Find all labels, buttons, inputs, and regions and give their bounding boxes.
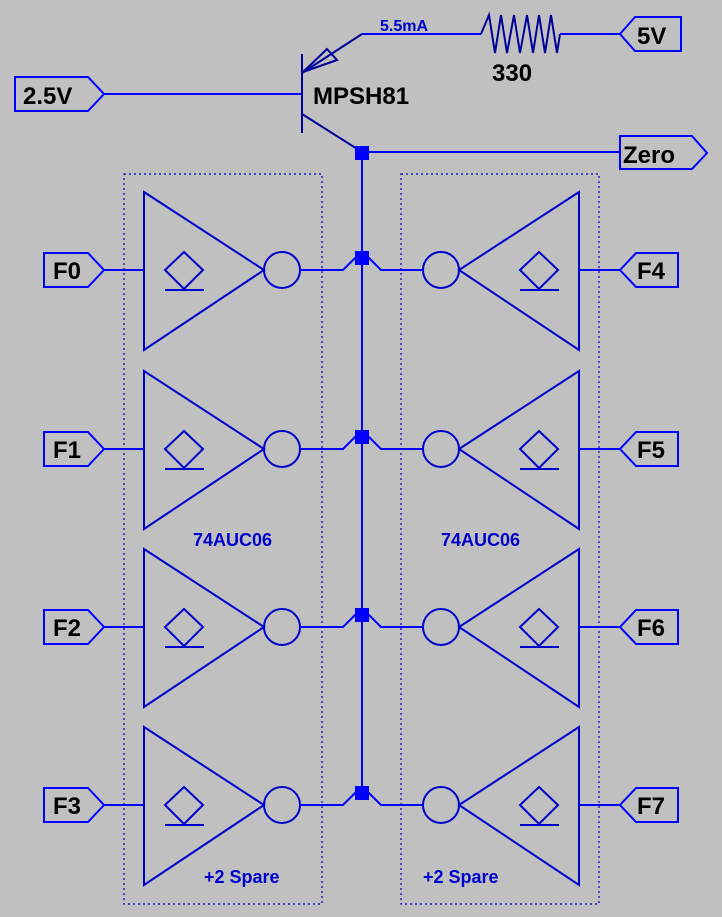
inverter-triangle-icon xyxy=(457,547,580,709)
inversion-bubble-icon xyxy=(422,251,460,289)
net-label-f5[interactable]: F5 xyxy=(618,431,679,467)
gate-output-wire xyxy=(300,436,362,450)
package-right-spare-note: +2 Spare xyxy=(423,867,499,887)
transistor-part-label: MPSH81 xyxy=(313,83,409,110)
package-frame-left xyxy=(123,173,323,905)
net-label-text: F2 xyxy=(53,615,81,642)
net-label-f0[interactable]: F0 xyxy=(43,252,106,288)
net-label-5v-flag xyxy=(618,16,682,52)
net-label-text: F7 xyxy=(637,793,665,820)
inverter-triangle-icon xyxy=(143,725,266,887)
inverter-triangle-icon xyxy=(457,190,580,352)
net-label-2-5v[interactable]: 2.5V xyxy=(14,76,106,112)
net-label-flag xyxy=(618,431,679,467)
transistor-mpsh81[interactable]: MPSH81 xyxy=(104,33,409,153)
junction-dot xyxy=(355,251,369,265)
package-right-part-label: 74AUC06 xyxy=(441,530,520,550)
open-drain-diamond-icon xyxy=(518,250,560,291)
gate-output-wire xyxy=(362,614,423,628)
net-label-text: F6 xyxy=(637,615,665,642)
net-label-2-5v-flag xyxy=(14,76,106,112)
inverter-gate-left[interactable] xyxy=(104,725,362,887)
inverter-gate-right[interactable] xyxy=(362,369,620,531)
net-label-flag xyxy=(43,787,106,823)
inverter-triangle-icon xyxy=(143,190,266,352)
net-label-flag xyxy=(43,252,106,288)
inverter-gate-left[interactable] xyxy=(104,369,362,531)
gate-output-wire xyxy=(300,257,362,271)
package-frame-right xyxy=(400,173,600,905)
inversion-bubble-icon xyxy=(263,786,301,824)
inversion-bubble-icon xyxy=(263,430,301,468)
junction-dot xyxy=(355,608,369,622)
gate-output-wire xyxy=(300,792,362,806)
net-label-flag xyxy=(618,609,679,645)
inverter-gate-right[interactable] xyxy=(362,725,620,887)
open-drain-diamond-icon xyxy=(518,607,560,648)
net-label-text: F4 xyxy=(637,258,666,285)
inverter-triangle-icon xyxy=(457,725,580,887)
emitter-arrow-icon xyxy=(302,47,339,73)
resistor-value-label: 330 xyxy=(492,60,532,87)
open-drain-diamond-icon xyxy=(518,785,560,826)
open-drain-diamond-icon xyxy=(163,429,205,470)
gate-output-wire xyxy=(362,257,423,271)
inversion-bubble-icon xyxy=(422,608,460,646)
inverter-triangle-icon xyxy=(457,369,580,531)
resistor-zigzag-icon xyxy=(480,11,561,54)
net-label-5v[interactable]: 5V xyxy=(618,16,682,52)
inversion-bubble-icon xyxy=(422,430,460,468)
net-label-flag xyxy=(618,787,679,823)
inverter-gate-left[interactable] xyxy=(104,190,362,352)
open-drain-diamond-icon xyxy=(163,785,205,826)
gate-output-wire xyxy=(362,436,423,450)
net-label-5v-text: 5V xyxy=(637,23,666,50)
net-label-f6[interactable]: F6 xyxy=(618,609,679,645)
junction-dot xyxy=(355,146,369,160)
inversion-bubble-icon xyxy=(263,608,301,646)
net-label-zero-flag xyxy=(619,135,709,170)
net-label-flag xyxy=(43,609,106,645)
net-label-f7[interactable]: F7 xyxy=(618,787,679,823)
net-label-f1[interactable]: F1 xyxy=(43,431,106,467)
open-drain-diamond-icon xyxy=(163,607,205,648)
inversion-bubble-icon xyxy=(263,251,301,289)
inverter-triangle-icon xyxy=(143,547,266,709)
inverter-triangle-icon xyxy=(143,369,266,531)
net-label-f3[interactable]: F3 xyxy=(43,787,106,823)
net-label-text: F3 xyxy=(53,793,81,820)
net-label-text: F0 xyxy=(53,258,81,285)
net-label-2-5v-text: 2.5V xyxy=(23,83,72,110)
package-left-part-label: 74AUC06 xyxy=(193,530,272,550)
net-label-zero[interactable]: Zero xyxy=(619,135,709,170)
current-annotation: 5.5mA xyxy=(380,18,428,35)
net-label-f4[interactable]: F4 xyxy=(618,252,679,288)
junction-dot xyxy=(355,786,369,800)
net-label-flag xyxy=(618,252,679,288)
resistor-330[interactable]: 330 xyxy=(480,11,561,87)
package-left-spare-note: +2 Spare xyxy=(204,867,280,887)
junction-dot xyxy=(355,430,369,444)
gate-output-wire xyxy=(300,614,362,628)
transistor-collector-lead xyxy=(301,113,363,153)
open-drain-diamond-icon xyxy=(518,429,560,470)
net-label-flag xyxy=(43,431,106,467)
net-label-text: F5 xyxy=(637,437,665,464)
gate-output-wire xyxy=(362,792,423,806)
net-label-f2[interactable]: F2 xyxy=(43,609,106,645)
inversion-bubble-icon xyxy=(422,786,460,824)
inverter-gate-right[interactable] xyxy=(362,190,620,352)
inverter-gate-left[interactable] xyxy=(104,547,362,709)
open-drain-diamond-icon xyxy=(163,250,205,291)
net-label-text: F1 xyxy=(53,437,81,464)
net-label-zero-text: Zero xyxy=(623,142,675,169)
